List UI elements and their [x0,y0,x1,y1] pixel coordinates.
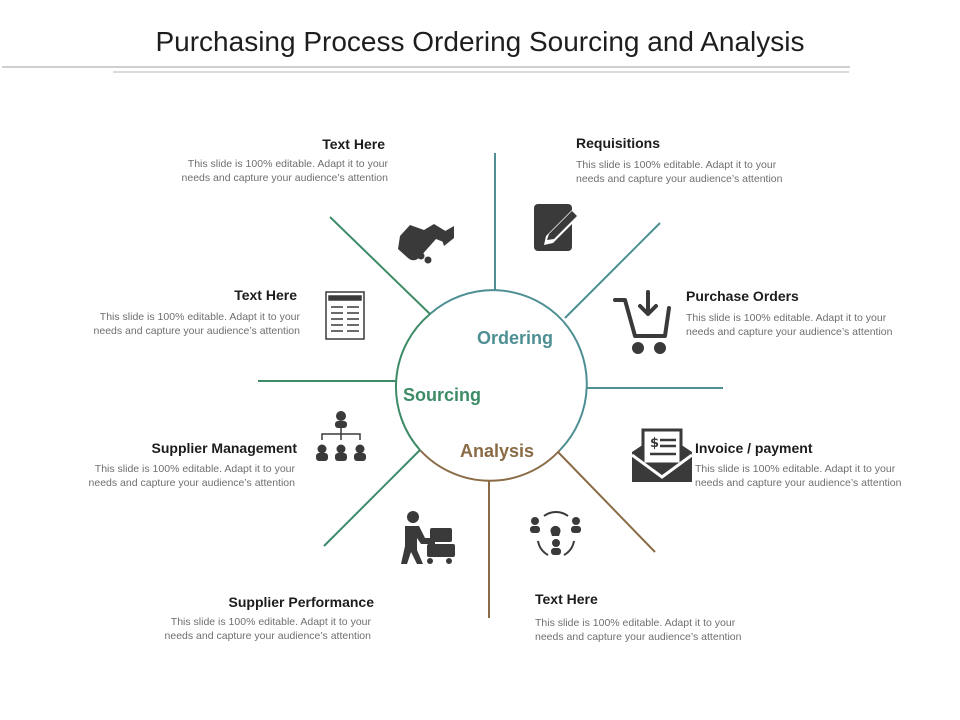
item-heading: Supplier Performance [228,594,375,610]
title-rule [2,66,850,68]
sourcing-arc [395,313,431,451]
ordering-arc [429,289,564,322]
handshake-icon [398,224,454,264]
item-heading: Text Here [234,287,297,303]
item-description: This slide is 100% editable. Adapt it to… [164,616,371,642]
shopping-cart-icon [613,290,671,354]
page-title: Purchasing Process Ordering Sourcing and… [155,26,805,57]
org-chart-icon [316,411,366,461]
svg-text:$: $ [650,436,659,451]
item-heading: Invoice / payment [695,440,813,456]
item-description: This slide is 100% editable. Adapt it to… [88,463,295,489]
invoice-envelope-icon: $ [631,428,693,482]
spoke-top-left [329,216,431,315]
title-rule-secondary [113,71,849,73]
item-description: This slide is 100% editable. Adapt it to… [93,311,300,337]
delivery-worker-icon [401,511,455,564]
spoke-top-right [564,222,661,319]
item-heading: Text Here [322,136,385,152]
segment-analysis-label: Analysis [460,441,535,461]
spoke-bottom-left [323,449,421,547]
segment-ordering-label: Ordering [477,328,554,348]
item-heading: Purchase Orders [686,288,799,304]
item-heading: Supplier Management [151,440,297,456]
item-description: This slide is 100% editable. Adapt it to… [181,158,388,184]
spoke-bottom-right [557,451,656,553]
segment-sourcing-label: Sourcing [403,385,482,405]
item-description: This slide is 100% editable. Adapt it to… [576,159,783,185]
item-heading: Requisitions [576,135,661,151]
item-description: This slide is 100% editable. Adapt it to… [686,312,893,338]
edit-document-icon [534,204,579,251]
team-idea-icon [530,511,581,556]
item-heading: Text Here [535,591,598,607]
item-description: This slide is 100% editable. Adapt it to… [695,463,902,489]
item-description: This slide is 100% editable. Adapt it to… [535,617,742,643]
form-document-icon [325,291,365,340]
ordering-arc-right [559,320,588,451]
